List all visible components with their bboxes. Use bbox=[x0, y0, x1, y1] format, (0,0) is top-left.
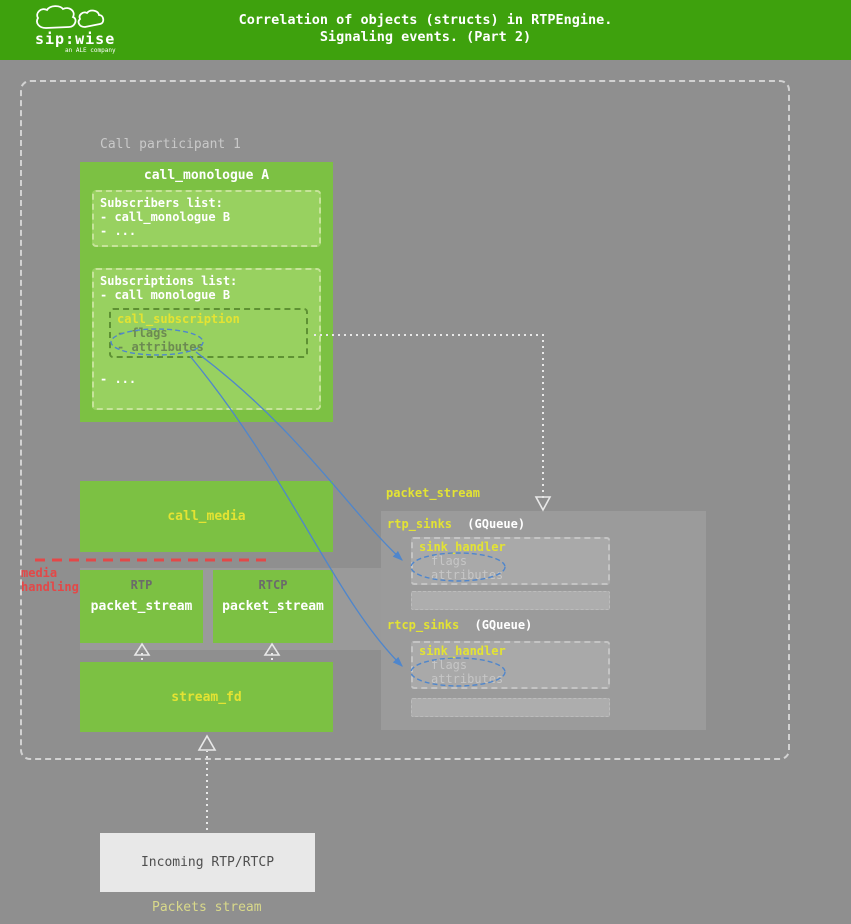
rtcp-sink-handler-box: sink_handler flags attributes bbox=[411, 641, 610, 689]
rtp-sink-handler-flags: flags bbox=[431, 554, 468, 568]
call-subscription-attributes: - attributes bbox=[117, 340, 204, 354]
subscriptions-list-box: Subscriptions list: - call monologue B c… bbox=[92, 268, 321, 410]
call-boundary-border bbox=[20, 80, 790, 760]
rtcp-packet-stream-box: RTCP packet_stream bbox=[213, 570, 333, 643]
packet-stream-panel: rtp_sinks (GQueue) sink_handler flags at… bbox=[381, 511, 706, 730]
stream-fd-title: stream_fd bbox=[171, 689, 242, 705]
subscriptions-list-title: Subscriptions list: bbox=[100, 274, 238, 288]
incoming-rtp-rtcp-box: Incoming RTP/RTCP bbox=[100, 833, 315, 892]
call-monologue-title: call_monologue A bbox=[143, 168, 270, 183]
rtp-packet-stream-box: RTP packet_stream bbox=[80, 570, 203, 643]
logo-subtext: an ALE company bbox=[65, 47, 116, 54]
subscribers-list-box: Subscribers list: - call_monologue B - .… bbox=[92, 190, 321, 247]
subscribers-item: - call_monologue B bbox=[100, 210, 231, 224]
rtp-sinks-name: rtp_sinks bbox=[387, 517, 453, 531]
rtp-packet-stream-title: packet_stream bbox=[90, 599, 193, 614]
subscribers-item-more: - ... bbox=[100, 224, 137, 238]
media-handling-line1: media bbox=[21, 566, 58, 580]
call-subscription-title: call_subscription bbox=[117, 312, 240, 326]
rtp-sink-handler-box: sink_handler flags attributes bbox=[411, 537, 610, 585]
media-handling-label: media handling bbox=[21, 566, 85, 594]
call-subscription-box: call_subscription - flags - attributes bbox=[109, 308, 308, 358]
rtcp-sink-handler-attributes: attributes bbox=[431, 672, 504, 686]
rtcp-sinks-name: rtcp_sinks bbox=[387, 618, 460, 632]
rtp-tag: RTP bbox=[130, 578, 153, 592]
rtp-sink-handler-attributes: attributes bbox=[431, 568, 504, 582]
call-monologue-box: call_monologue A Subscribers list: - cal… bbox=[80, 162, 333, 422]
rtp-sink-handler-title: sink_handler bbox=[419, 540, 506, 554]
stream-fd-box: stream_fd bbox=[80, 662, 333, 732]
logo-text: sip:wise bbox=[35, 30, 116, 48]
packet-stream-panel-label: packet_stream bbox=[386, 486, 480, 500]
header-bar: sip:wise an ALE company Correlation of o… bbox=[0, 0, 851, 60]
sipwise-logo: sip:wise an ALE company bbox=[33, 5, 128, 55]
rtp-sinks-type: (GQueue) bbox=[467, 517, 526, 531]
rtp-sinks-empty-slot bbox=[411, 591, 610, 610]
rtcp-tag: RTCP bbox=[258, 578, 288, 592]
media-handling-line2: handling bbox=[21, 580, 79, 594]
page-title-line2: Signaling events. (Part 2) bbox=[319, 29, 532, 45]
rtcp-packet-stream-title: packet_stream bbox=[222, 599, 324, 614]
call-media-box: call_media bbox=[80, 481, 333, 552]
rtcp-sinks-type: (GQueue) bbox=[474, 618, 533, 632]
subscribers-list-title: Subscribers list: bbox=[100, 196, 223, 210]
subscriptions-item: - call monologue B bbox=[100, 288, 231, 302]
call-subscription-flags: - flags bbox=[117, 326, 168, 340]
rtcp-sinks-row: rtcp_sinks (GQueue) bbox=[387, 618, 532, 632]
call-participant-label: Call participant 1 bbox=[100, 137, 241, 152]
rtp-sinks-row: rtp_sinks (GQueue) bbox=[387, 517, 525, 531]
rtcp-sink-handler-flags: flags bbox=[431, 658, 468, 672]
rtcp-sink-handler-title: sink_handler bbox=[419, 644, 506, 658]
page-title-line1: Correlation of objects (structs) in RTPE… bbox=[238, 12, 613, 28]
page-title: Correlation of objects (structs) in RTPE… bbox=[0, 12, 851, 46]
logo-cloud-icon bbox=[36, 5, 105, 29]
call-media-title: call_media bbox=[167, 509, 246, 524]
incoming-rtp-rtcp-title: Incoming RTP/RTCP bbox=[140, 855, 275, 870]
subscriptions-item-more: - ... bbox=[100, 372, 137, 386]
rtcp-sinks-empty-slot bbox=[411, 698, 610, 717]
packets-stream-label: Packets stream bbox=[152, 900, 262, 915]
